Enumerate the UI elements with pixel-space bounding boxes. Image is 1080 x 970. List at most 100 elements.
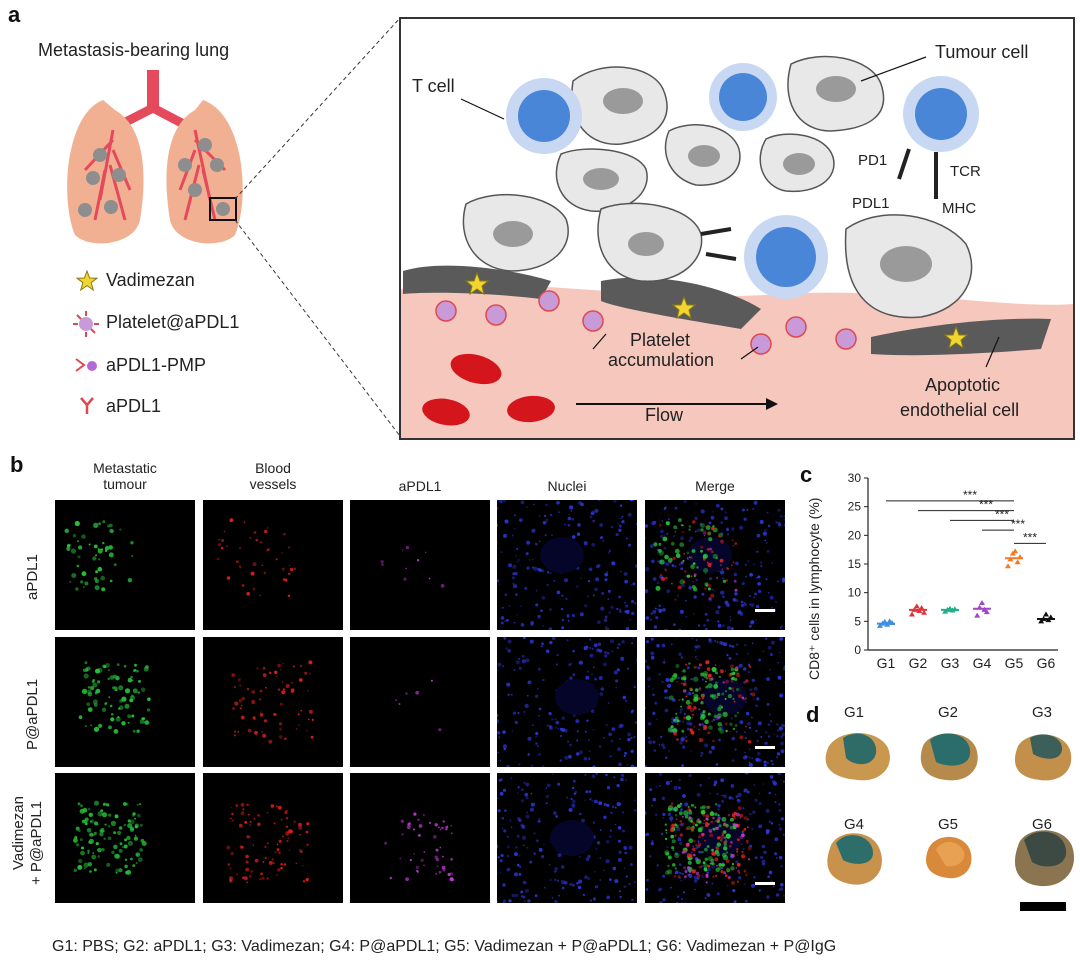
row-label-plus-p-apdl1: + P@aPDL1 [28, 800, 45, 885]
micrograph-r3-apdl1 [350, 773, 490, 903]
y-tick-label: 20 [848, 528, 862, 542]
lung-photo-g1 [825, 733, 890, 781]
y-axis-label: CD8⁺ cells in lymphocyte (%) [806, 497, 822, 680]
col-head-vessels-1: Blood [255, 460, 291, 476]
lung-photo-g2 [920, 733, 978, 781]
label-pd1: PD1 [858, 152, 888, 169]
data-point-g2 [921, 609, 927, 615]
lung-photo-g6 [1014, 830, 1075, 887]
lung-title: Metastasis-bearing lung [38, 40, 230, 60]
x-tick-label-g4: G4 [973, 655, 992, 671]
row-label-vadimezan: Vadimezan [10, 796, 27, 870]
significance-label: *** [1011, 517, 1025, 531]
label-flow: Flow [645, 405, 684, 425]
significance-label: *** [1023, 530, 1037, 544]
lung-illustration [67, 70, 243, 244]
scale-bar [1020, 902, 1066, 911]
lung-photo-g4 [827, 833, 882, 885]
data-point-g2 [913, 603, 920, 609]
col-head-metastatic-1: Metastatic [93, 460, 157, 476]
star-icon [76, 270, 98, 292]
x-tick-label-g1: G1 [877, 655, 896, 671]
micrograph-r1-apdl1 [350, 500, 490, 630]
scale-bar [755, 882, 775, 885]
data-point-g4 [979, 599, 985, 605]
scale-bar [755, 609, 775, 612]
col-head-merge: Merge [695, 478, 735, 494]
x-tick-label-g3: G3 [941, 655, 960, 671]
micrograph-r1-nuclei [497, 500, 637, 630]
data-point-g4 [974, 612, 981, 618]
y-tick-label: 30 [848, 471, 862, 485]
y-tick-label: 10 [848, 586, 862, 600]
panel-b-letter: b [10, 452, 24, 477]
col-head-vessels-2: vessels [249, 476, 297, 492]
label-platelet-accumulation-1: Platelet [630, 330, 691, 350]
x-tick-label-g6: G6 [1037, 655, 1056, 671]
panel-a-letter: a [8, 2, 21, 27]
data-point-g6 [1043, 611, 1049, 617]
panel-d-letter: d [806, 702, 820, 727]
micrograph-r1-vessels [203, 500, 343, 630]
label-tcr: TCR [950, 163, 981, 180]
data-point-g5 [1012, 548, 1019, 554]
micrograph-r3-nuclei [497, 773, 637, 903]
lung-photos [825, 733, 1075, 911]
legend-platelet: Platelet@aPDL1 [106, 312, 240, 332]
x-tick-label-g2: G2 [909, 655, 928, 671]
micrograph-r2-tumour [55, 637, 195, 767]
data-point-g2 [909, 611, 915, 617]
micrograph-r3-merge [645, 773, 785, 903]
label-t-cell: T cell [412, 76, 455, 96]
y-tick-label: 0 [854, 643, 861, 657]
micrograph-r1-tumour [55, 500, 195, 630]
micrograph-r2-merge [645, 637, 785, 767]
data-point-g4 [983, 609, 990, 615]
lung-photo-label-g1: G1 [843, 704, 864, 721]
micrograph-r3-vessels [203, 773, 343, 903]
label-tumour-cell: Tumour cell [935, 42, 1029, 62]
legend-pmp: aPDL1-PMP [106, 355, 207, 375]
label-apoptotic-2: endothelial cell [900, 400, 1020, 420]
legend-vadimezan: Vadimezan [106, 270, 195, 290]
col-head-apdl1: aPDL1 [398, 478, 442, 494]
significance-label: *** [995, 507, 1009, 521]
label-pdl1: PDL1 [852, 195, 890, 212]
row-label-p-apdl1: P@aPDL1 [24, 678, 41, 750]
col-head-metastatic: Metastatic tumour [55, 460, 195, 492]
micrograph-r2-nuclei [497, 637, 637, 767]
row-label-apdl1: aPDL1 [24, 554, 41, 600]
y-tick-label: 15 [848, 557, 862, 571]
micrograph-r2-apdl1 [350, 637, 490, 767]
legend-apdl1: aPDL1 [106, 396, 162, 416]
lung-photo-label-g6: G6 [1031, 816, 1052, 833]
col-head-metastatic-2: tumour [103, 476, 147, 492]
lung-photo-label-g5: G5 [937, 816, 958, 833]
lung-photo-label-g3: G3 [1031, 704, 1052, 721]
data-point-g5 [1014, 559, 1021, 565]
panel-c-letter: c [800, 462, 813, 487]
label-platelet-accumulation-2: accumulation [608, 350, 715, 370]
group-legend-footer: G1: PBS; G2: aPDL1; G3: Vadimezan; G4: P… [52, 938, 837, 955]
y-tick-label: 25 [848, 500, 862, 514]
x-tick-label-g5: G5 [1005, 655, 1024, 671]
antibody-icon [80, 397, 94, 414]
micrograph-r2-vessels [203, 637, 343, 767]
lung-photo-label-g4: G4 [843, 816, 864, 833]
platelet-icon [73, 311, 99, 337]
zoom-lines [234, 17, 401, 437]
micrograph-r3-tumour [55, 773, 195, 903]
col-head-nuclei: Nuclei [547, 478, 587, 494]
lung-photo-label-g2: G2 [937, 704, 958, 721]
zoom-scheme [399, 17, 1075, 440]
significance-label: *** [963, 488, 977, 502]
scale-bar [755, 746, 775, 749]
significance-label: *** [979, 498, 993, 512]
lung-photo-g3 [1014, 734, 1072, 781]
data-point-g5 [1005, 563, 1011, 569]
scheme-art [401, 55, 1073, 438]
label-apoptotic-1: Apoptotic [925, 375, 1001, 395]
col-head-vessels: Blood vessels [203, 460, 343, 492]
micrograph-r1-merge [645, 500, 785, 630]
